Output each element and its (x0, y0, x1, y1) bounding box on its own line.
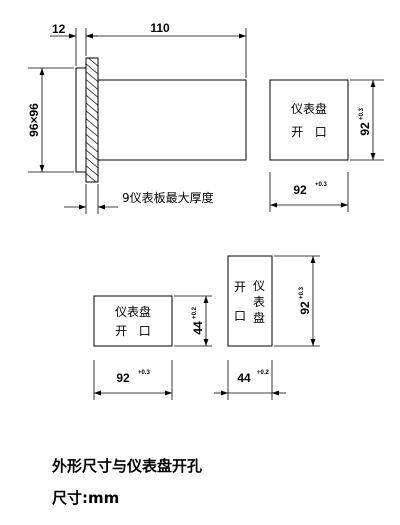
cutout-vertical-col2-3: 盘 (253, 310, 265, 325)
cutout-vertical-col2-2: 表 (253, 295, 265, 309)
cutout-vertical-outline (227, 255, 273, 347)
panel-hatch (85, 57, 99, 183)
cutout-horizontal-height-tol: +0.2 (192, 306, 198, 319)
cutout-horizontal-label-1: 仪表盘 (115, 304, 151, 319)
cutout-horizontal-label-2: 开 口 (115, 324, 150, 338)
cutout-vertical-height-tol: +0.3 (299, 286, 305, 299)
cutout-92x92-label-2: 开 口 (291, 125, 326, 139)
cutout-horizontal: 仪表盘 开 口 44 +0.2 92 +0.3 (93, 295, 212, 400)
bezel-outline (75, 67, 87, 173)
cutout-horizontal-width-tol: +0.3 (138, 370, 151, 376)
cutout-92x92-height-value: 92 (358, 122, 372, 136)
thickness-note: 9仪表板最大厚度 (122, 190, 214, 205)
cutout-vertical-col2-1: 仪 (253, 279, 265, 293)
front-size-label: 96×96 (27, 103, 41, 137)
instrument-body (97, 79, 247, 161)
caption-title: 外形尺寸与仪表盘开孔 (52, 457, 203, 475)
cutout-vertical-width-tol: +0.2 (257, 370, 270, 376)
cutout-92x92-outline (269, 79, 349, 161)
flange-width-label: 12 (52, 22, 66, 36)
cutout-horizontal-height-value: 44 (191, 321, 205, 335)
cutout-92x92-height-tol: +0.3 (359, 107, 365, 120)
cutout-horizontal-outline (93, 295, 173, 347)
cutout-vertical-col1-top: 开 (234, 280, 246, 294)
cutout-92x92-width-value: 92 (293, 183, 307, 197)
cutout-92x92-width-tol: +0.3 (315, 182, 328, 188)
caption-units: 尺寸:mm (52, 489, 120, 507)
cutout-92x92-label-1: 仪表盘 (291, 101, 327, 116)
body-depth-label: 110 (150, 21, 170, 35)
cutout-vertical-height-value: 92 (298, 301, 312, 315)
cutout-vertical-col1-bottom: 口 (234, 309, 246, 323)
cutout-vertical-width-value: 44 (237, 371, 251, 385)
side-view: 12 110 96×96 9仪表板最大厚度 (27, 21, 247, 214)
cutout-vertical: 开 口 仪 表 盘 92 +0.3 44 +0.2 (214, 255, 320, 400)
cutout-92x92: 仪表盘 开 口 92 +0.3 92 +0.3 (269, 79, 384, 212)
cutout-horizontal-width-value: 92 (116, 371, 130, 385)
